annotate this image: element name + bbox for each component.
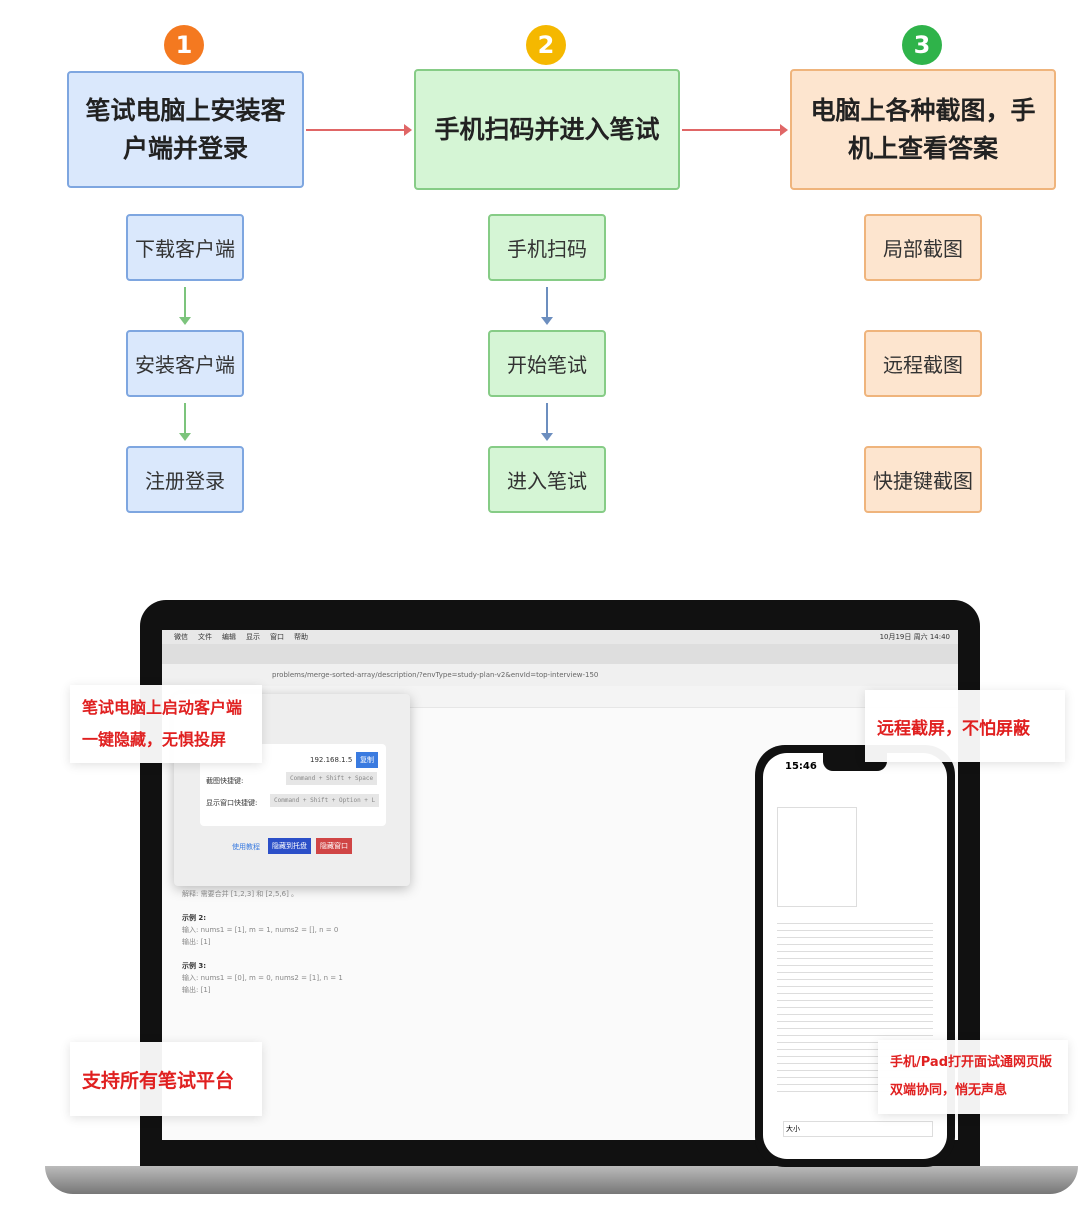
menu-item[interactable]: 编辑 bbox=[222, 633, 236, 641]
copy-button[interactable]: 复制 bbox=[356, 752, 378, 768]
substep-start: 开始笔试 bbox=[488, 330, 606, 397]
substep-partial: 局部截图 bbox=[864, 214, 982, 281]
substep-install: 安装客户端 bbox=[126, 330, 244, 397]
arrow-right bbox=[682, 124, 788, 136]
arrow-down bbox=[541, 287, 553, 325]
substep-register: 注册登录 bbox=[126, 446, 244, 513]
substep-hotkey: 快捷键截图 bbox=[864, 446, 982, 513]
substep-scan: 手机扫码 bbox=[488, 214, 606, 281]
client-dialog: 192.168.1.5 复制 截图快捷键: Command + Shift + … bbox=[174, 694, 410, 886]
laptop-base bbox=[45, 1166, 1078, 1194]
substep-remote: 远程截图 bbox=[864, 330, 982, 397]
clock: 10月19日 周六 14:40 bbox=[879, 633, 950, 641]
arrow-down bbox=[179, 287, 191, 325]
callout-right-bottom: 手机/Pad打开面试通网页版双端协同，悄无声息 bbox=[878, 1040, 1068, 1114]
hide-to-tray-button[interactable]: 隐藏到托盘 bbox=[268, 838, 311, 854]
step-1-badge: 1 bbox=[164, 25, 204, 65]
substep-enter: 进入笔试 bbox=[488, 446, 606, 513]
menubar: 微信 文件 编辑 显示 窗口 帮助 10月19日 周六 14:40 bbox=[162, 630, 958, 644]
step-2-badge: 2 bbox=[526, 25, 566, 65]
problem-text: 解释: 需要合并 [1,2,3] 和 [2,5,6] 。 示例 2: 输入: n… bbox=[182, 890, 343, 994]
arrow-right bbox=[306, 124, 412, 136]
ip-text: 192.168.1.5 bbox=[310, 756, 353, 764]
menu-item[interactable]: 窗口 bbox=[270, 633, 284, 641]
arrow-down bbox=[541, 403, 553, 441]
callout-right-top: 远程截屏，不怕屏蔽 bbox=[865, 690, 1065, 762]
callout-left-top: 笔试电脑上启动客户端一键隐藏，无惧投屏 bbox=[70, 685, 262, 763]
callout-left-bottom: 支持所有笔试平台 bbox=[70, 1042, 262, 1116]
phone-input[interactable]: 大小 bbox=[783, 1121, 933, 1137]
hide-window-button[interactable]: 隐藏窗口 bbox=[316, 838, 352, 854]
step-2-box: 手机扫码并进入笔试 bbox=[414, 69, 680, 190]
show-key-input[interactable]: Command + Shift + Option + L bbox=[270, 794, 380, 807]
menu-item[interactable]: 微信 bbox=[174, 633, 188, 641]
show-label: 显示窗口快捷键: bbox=[206, 799, 258, 807]
substep-download: 下载客户端 bbox=[126, 214, 244, 281]
menu-item[interactable]: 显示 bbox=[246, 633, 260, 641]
arrow-down bbox=[179, 403, 191, 441]
address-bar[interactable]: problems/merge-sorted-array/description/… bbox=[162, 664, 958, 686]
step-1-box: 笔试电脑上安装客户端并登录 bbox=[67, 71, 304, 188]
tab-bar bbox=[162, 644, 958, 664]
step-3-box: 电脑上各种截图，手机上查看答案 bbox=[790, 69, 1056, 190]
step-3-badge: 3 bbox=[902, 25, 942, 65]
help-link[interactable]: 使用教程 bbox=[232, 843, 260, 851]
menu-item[interactable]: 帮助 bbox=[294, 633, 308, 641]
phone-time: 15:46 bbox=[785, 761, 817, 772]
shot-key-input[interactable]: Command + Shift + Space bbox=[286, 772, 378, 785]
menu-item[interactable]: 文件 bbox=[198, 633, 212, 641]
shot-label: 截图快捷键: bbox=[206, 777, 244, 785]
